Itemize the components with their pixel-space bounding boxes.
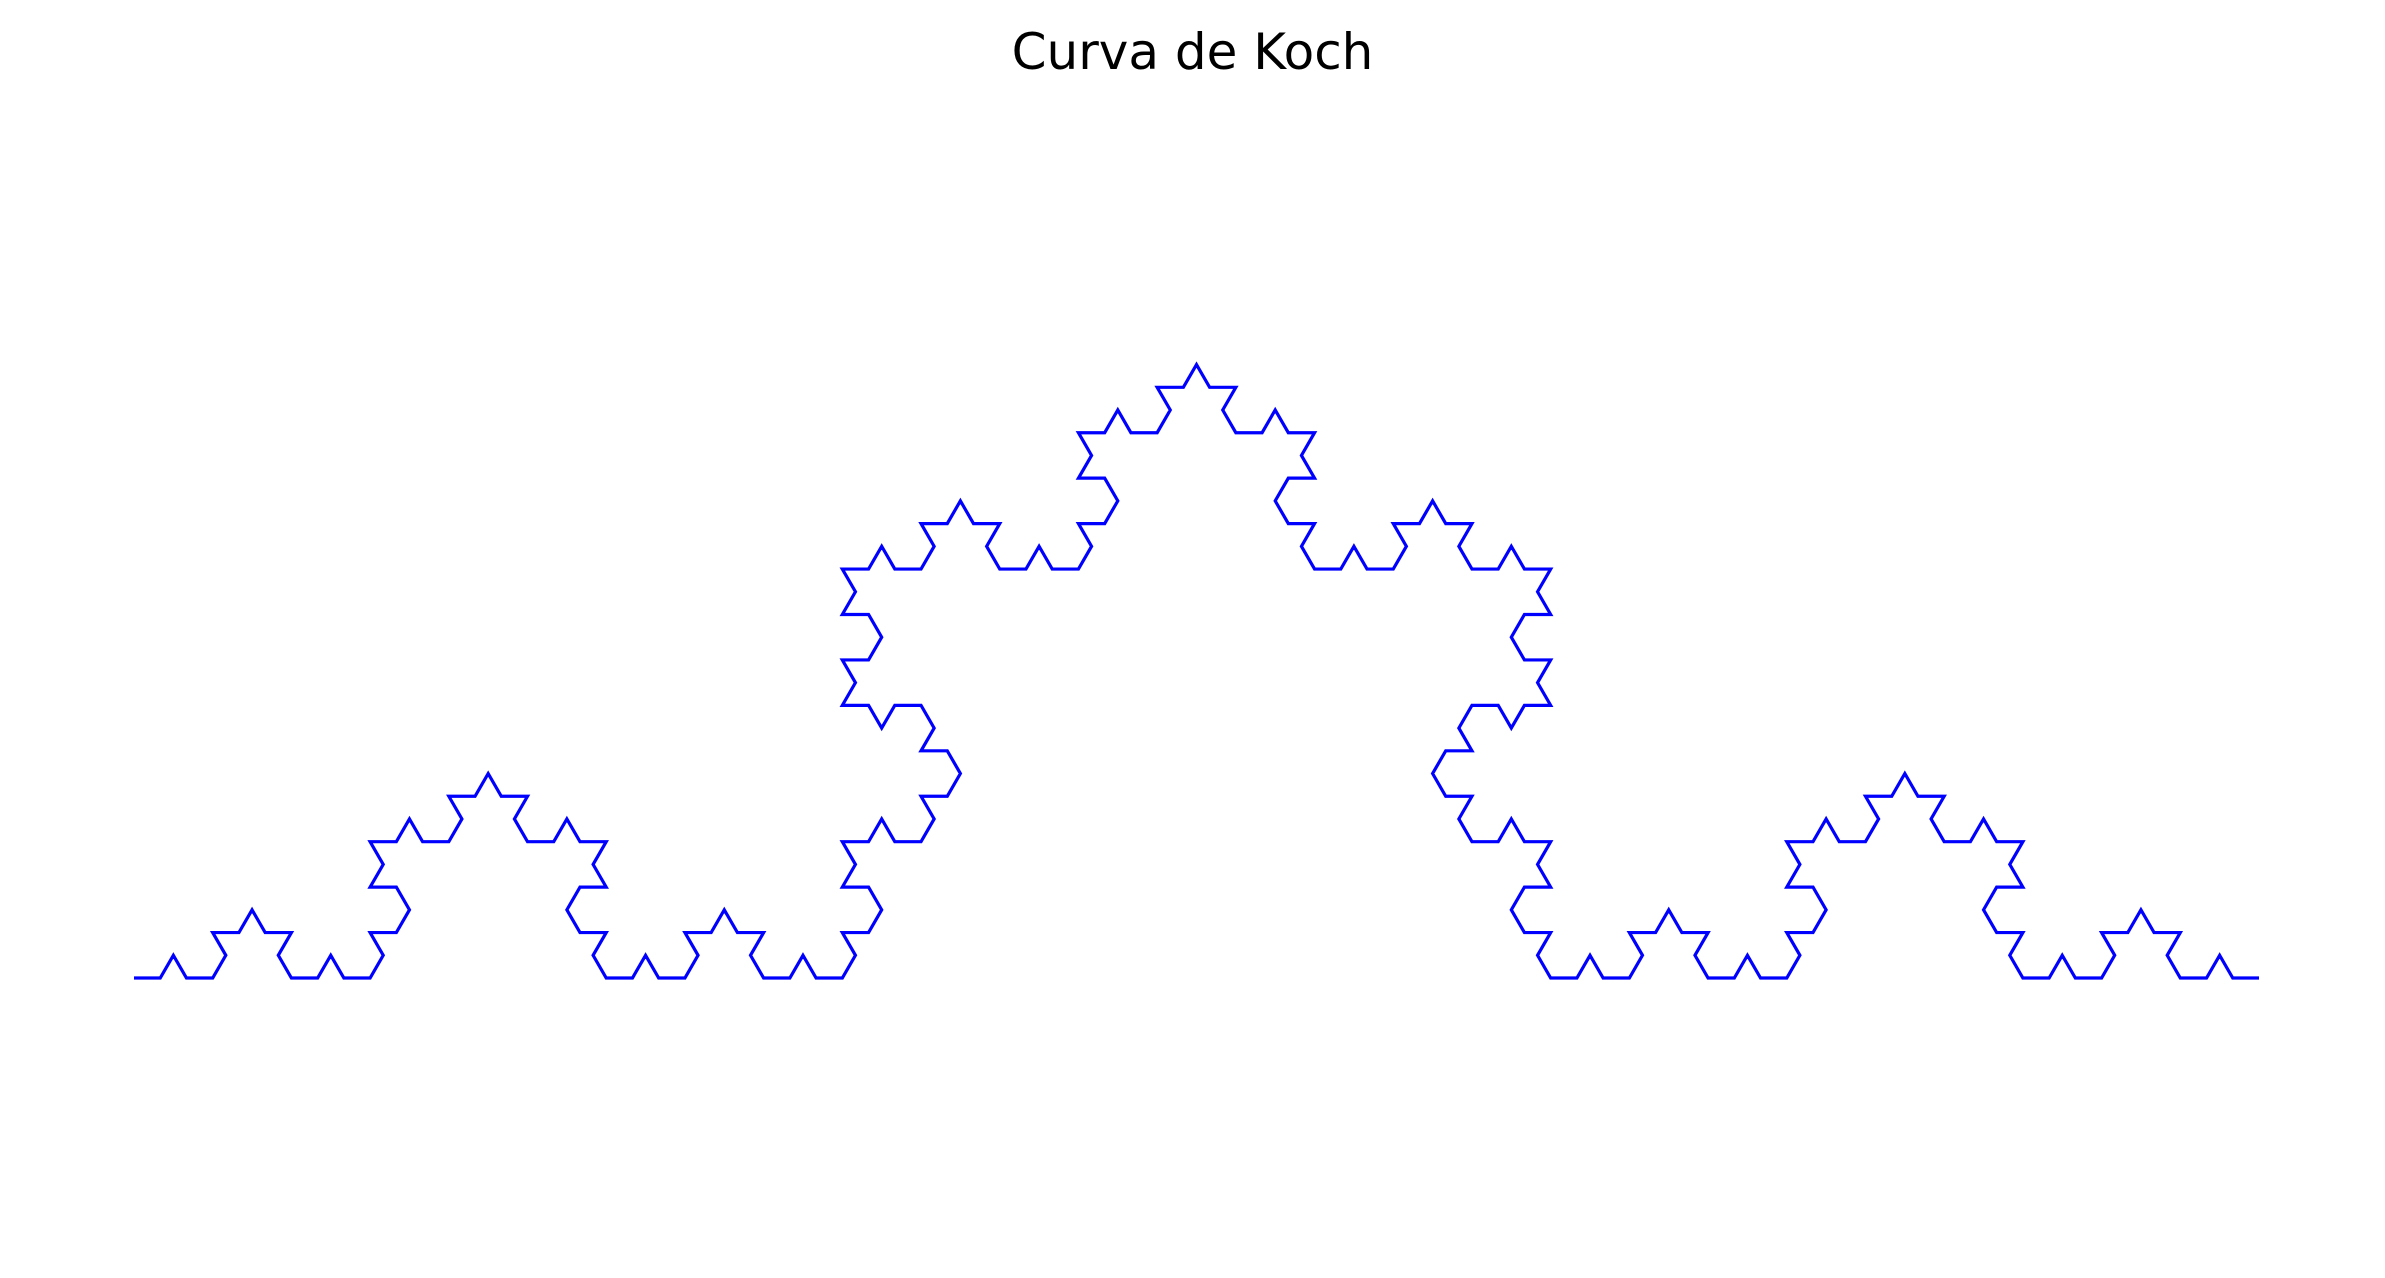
koch-curve-line <box>134 361 2259 980</box>
figure-title: Curva de Koch <box>1011 23 1374 81</box>
